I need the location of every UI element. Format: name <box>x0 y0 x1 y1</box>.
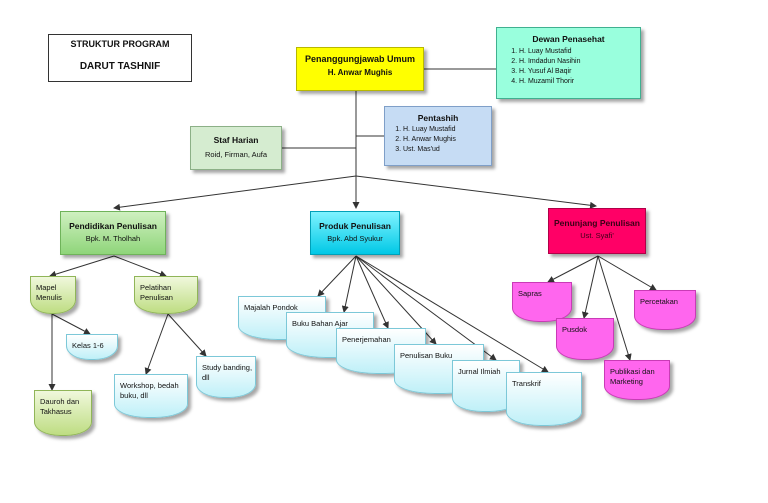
advisory-board-title: Dewan Penasehat <box>532 34 605 44</box>
writing-training-label: Pelatihan Penulisan <box>140 283 173 302</box>
product-item-label: Transkrif <box>512 379 541 388</box>
support-item-node: Publikasi dan Marketing <box>604 360 670 400</box>
education-division-head: Bpk. M. Tholhah <box>85 234 141 243</box>
advisor-item: H. Imdadun Nasihin <box>519 57 580 67</box>
product-division-title: Produk Penulisan <box>319 221 391 231</box>
advisory-board-box: Dewan Penasehat H. Luay Mustafid H. Imda… <box>496 27 641 99</box>
dauroh-node: Dauroh dan Takhasus <box>34 390 92 436</box>
product-item-label: Majalah Pondok <box>244 303 298 312</box>
verifier-item: H. Luay Mustafid <box>403 125 456 135</box>
product-item-label: Jurnal Ilmiah <box>458 367 501 376</box>
class-node: Kelas 1-6 <box>66 334 118 360</box>
general-responsible-name: H. Anwar Mughis <box>327 68 393 77</box>
support-division-box: Penunjang Penulisan Ust. Syafi' <box>548 208 646 254</box>
advisor-item: H. Yusuf Al Baqir <box>519 67 580 77</box>
support-item-label: Pusdok <box>562 325 588 334</box>
verifier-box: Pentashih H. Luay Mustafid H. Anwar Mugh… <box>384 106 492 166</box>
dauroh-label: Dauroh dan Takhasus <box>40 397 80 416</box>
education-division-title: Pendidikan Penulisan <box>69 221 157 231</box>
support-division-title: Penunjang Penulisan <box>554 218 640 228</box>
product-item-label: Penerjemahan <box>342 335 391 344</box>
support-item-label: Percetakan <box>640 297 678 306</box>
program-title-box: STRUKTUR PROGRAM DARUT TASHNIF <box>48 34 192 82</box>
verifier-item: Ust. Mas'ud <box>403 145 456 155</box>
daily-staff-box: Staf Harian Roid, Firman, Aufa <box>190 126 282 170</box>
study-tour-node: Study banding, dll <box>196 356 256 398</box>
support-division-head: Ust. Syafi' <box>580 231 614 240</box>
class-label: Kelas 1-6 <box>72 341 104 350</box>
support-item-node: Sapras <box>512 282 572 322</box>
support-item-node: Percetakan <box>634 290 696 330</box>
product-division-box: Produk Penulisan Bpk. Abd Syukur <box>310 211 400 255</box>
advisor-item: H. Luay Mustafid <box>519 47 580 57</box>
workshop-node: Workshop, bedah buku, dll <box>114 374 188 418</box>
program-title-line2: DARUT TASHNIF <box>79 61 161 72</box>
product-item-label: Buku Bahan Ajar <box>292 319 348 328</box>
daily-staff-title: Staf Harian <box>213 135 259 145</box>
program-title-line1: STRUKTUR PROGRAM <box>70 39 170 49</box>
writing-training-node: Pelatihan Penulisan <box>134 276 198 314</box>
product-item-node: Transkrif <box>506 372 582 426</box>
workshop-label: Workshop, bedah buku, dll <box>120 381 179 400</box>
general-responsible-title: Penanggungjawab Umum <box>304 54 415 64</box>
mapel-writing-label: Mapel Menulis <box>36 283 62 302</box>
daily-staff-names: Roid, Firman, Aufa <box>204 150 268 159</box>
product-division-head: Bpk. Abd Syukur <box>327 234 383 243</box>
verifier-item: H. Anwar Mughis <box>403 135 456 145</box>
support-item-label: Sapras <box>518 289 542 298</box>
study-tour-label: Study banding, dll <box>202 363 253 382</box>
mapel-writing-node: Mapel Menulis <box>30 276 76 314</box>
support-item-label: Publikasi dan Marketing <box>610 367 655 386</box>
product-item-label: Penulisan Buku <box>400 351 453 360</box>
support-item-node: Pusdok <box>556 318 614 360</box>
general-responsible-box: Penanggungjawab Umum H. Anwar Mughis <box>296 47 424 91</box>
education-division-box: Pendidikan Penulisan Bpk. M. Tholhah <box>60 211 166 255</box>
verifier-title: Pentashih <box>417 113 459 123</box>
advisor-item: H. Muzamil Thorir <box>519 77 580 87</box>
